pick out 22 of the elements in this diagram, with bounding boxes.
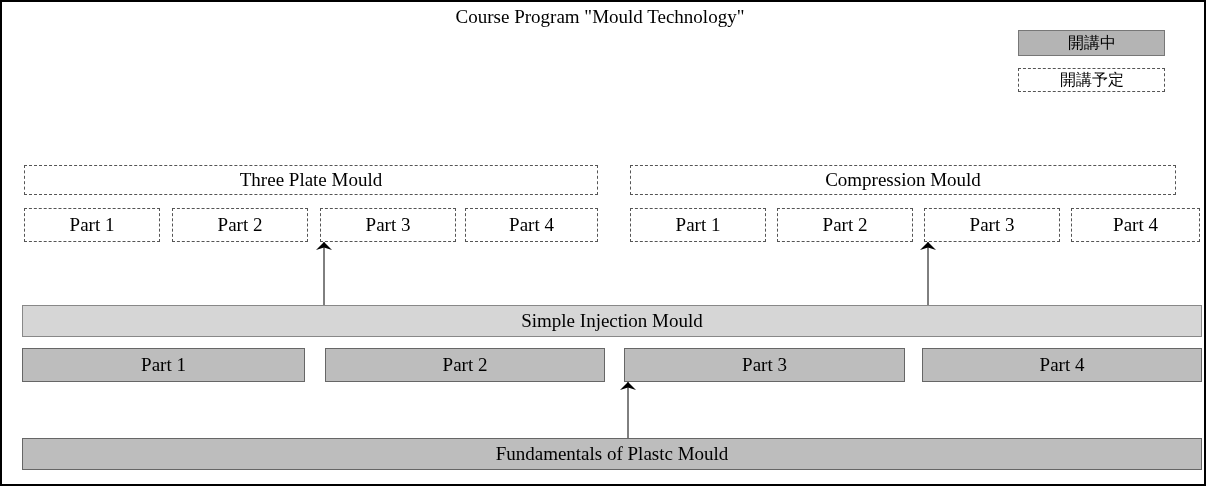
part-box: Part 4 <box>922 348 1202 382</box>
part-box: Part 4 <box>1071 208 1200 242</box>
part-box: Part 1 <box>630 208 766 242</box>
part-box: Part 1 <box>22 348 305 382</box>
part-box: Part 3 <box>924 208 1060 242</box>
part-box: Part 2 <box>172 208 308 242</box>
arrow <box>316 241 332 306</box>
course-box: Fundamentals of Plastc Mould <box>22 438 1202 470</box>
arrow <box>920 241 936 306</box>
course-box: Compression Mould <box>630 165 1176 195</box>
legend-label: 開講中 <box>1067 32 1116 54</box>
arrow <box>620 381 636 439</box>
course-box: Three Plate Mould <box>24 165 598 195</box>
title: Course Program "Mould Technology" <box>454 6 746 28</box>
course-box: Simple Injection Mould <box>22 305 1202 337</box>
part-box: Part 3 <box>320 208 456 242</box>
part-box: Part 3 <box>624 348 905 382</box>
legend-label: 開講予定 <box>1059 69 1124 91</box>
part-box: Part 1 <box>24 208 160 242</box>
part-box: Part 2 <box>777 208 913 242</box>
part-box: Part 4 <box>465 208 598 242</box>
part-box: Part 2 <box>325 348 605 382</box>
